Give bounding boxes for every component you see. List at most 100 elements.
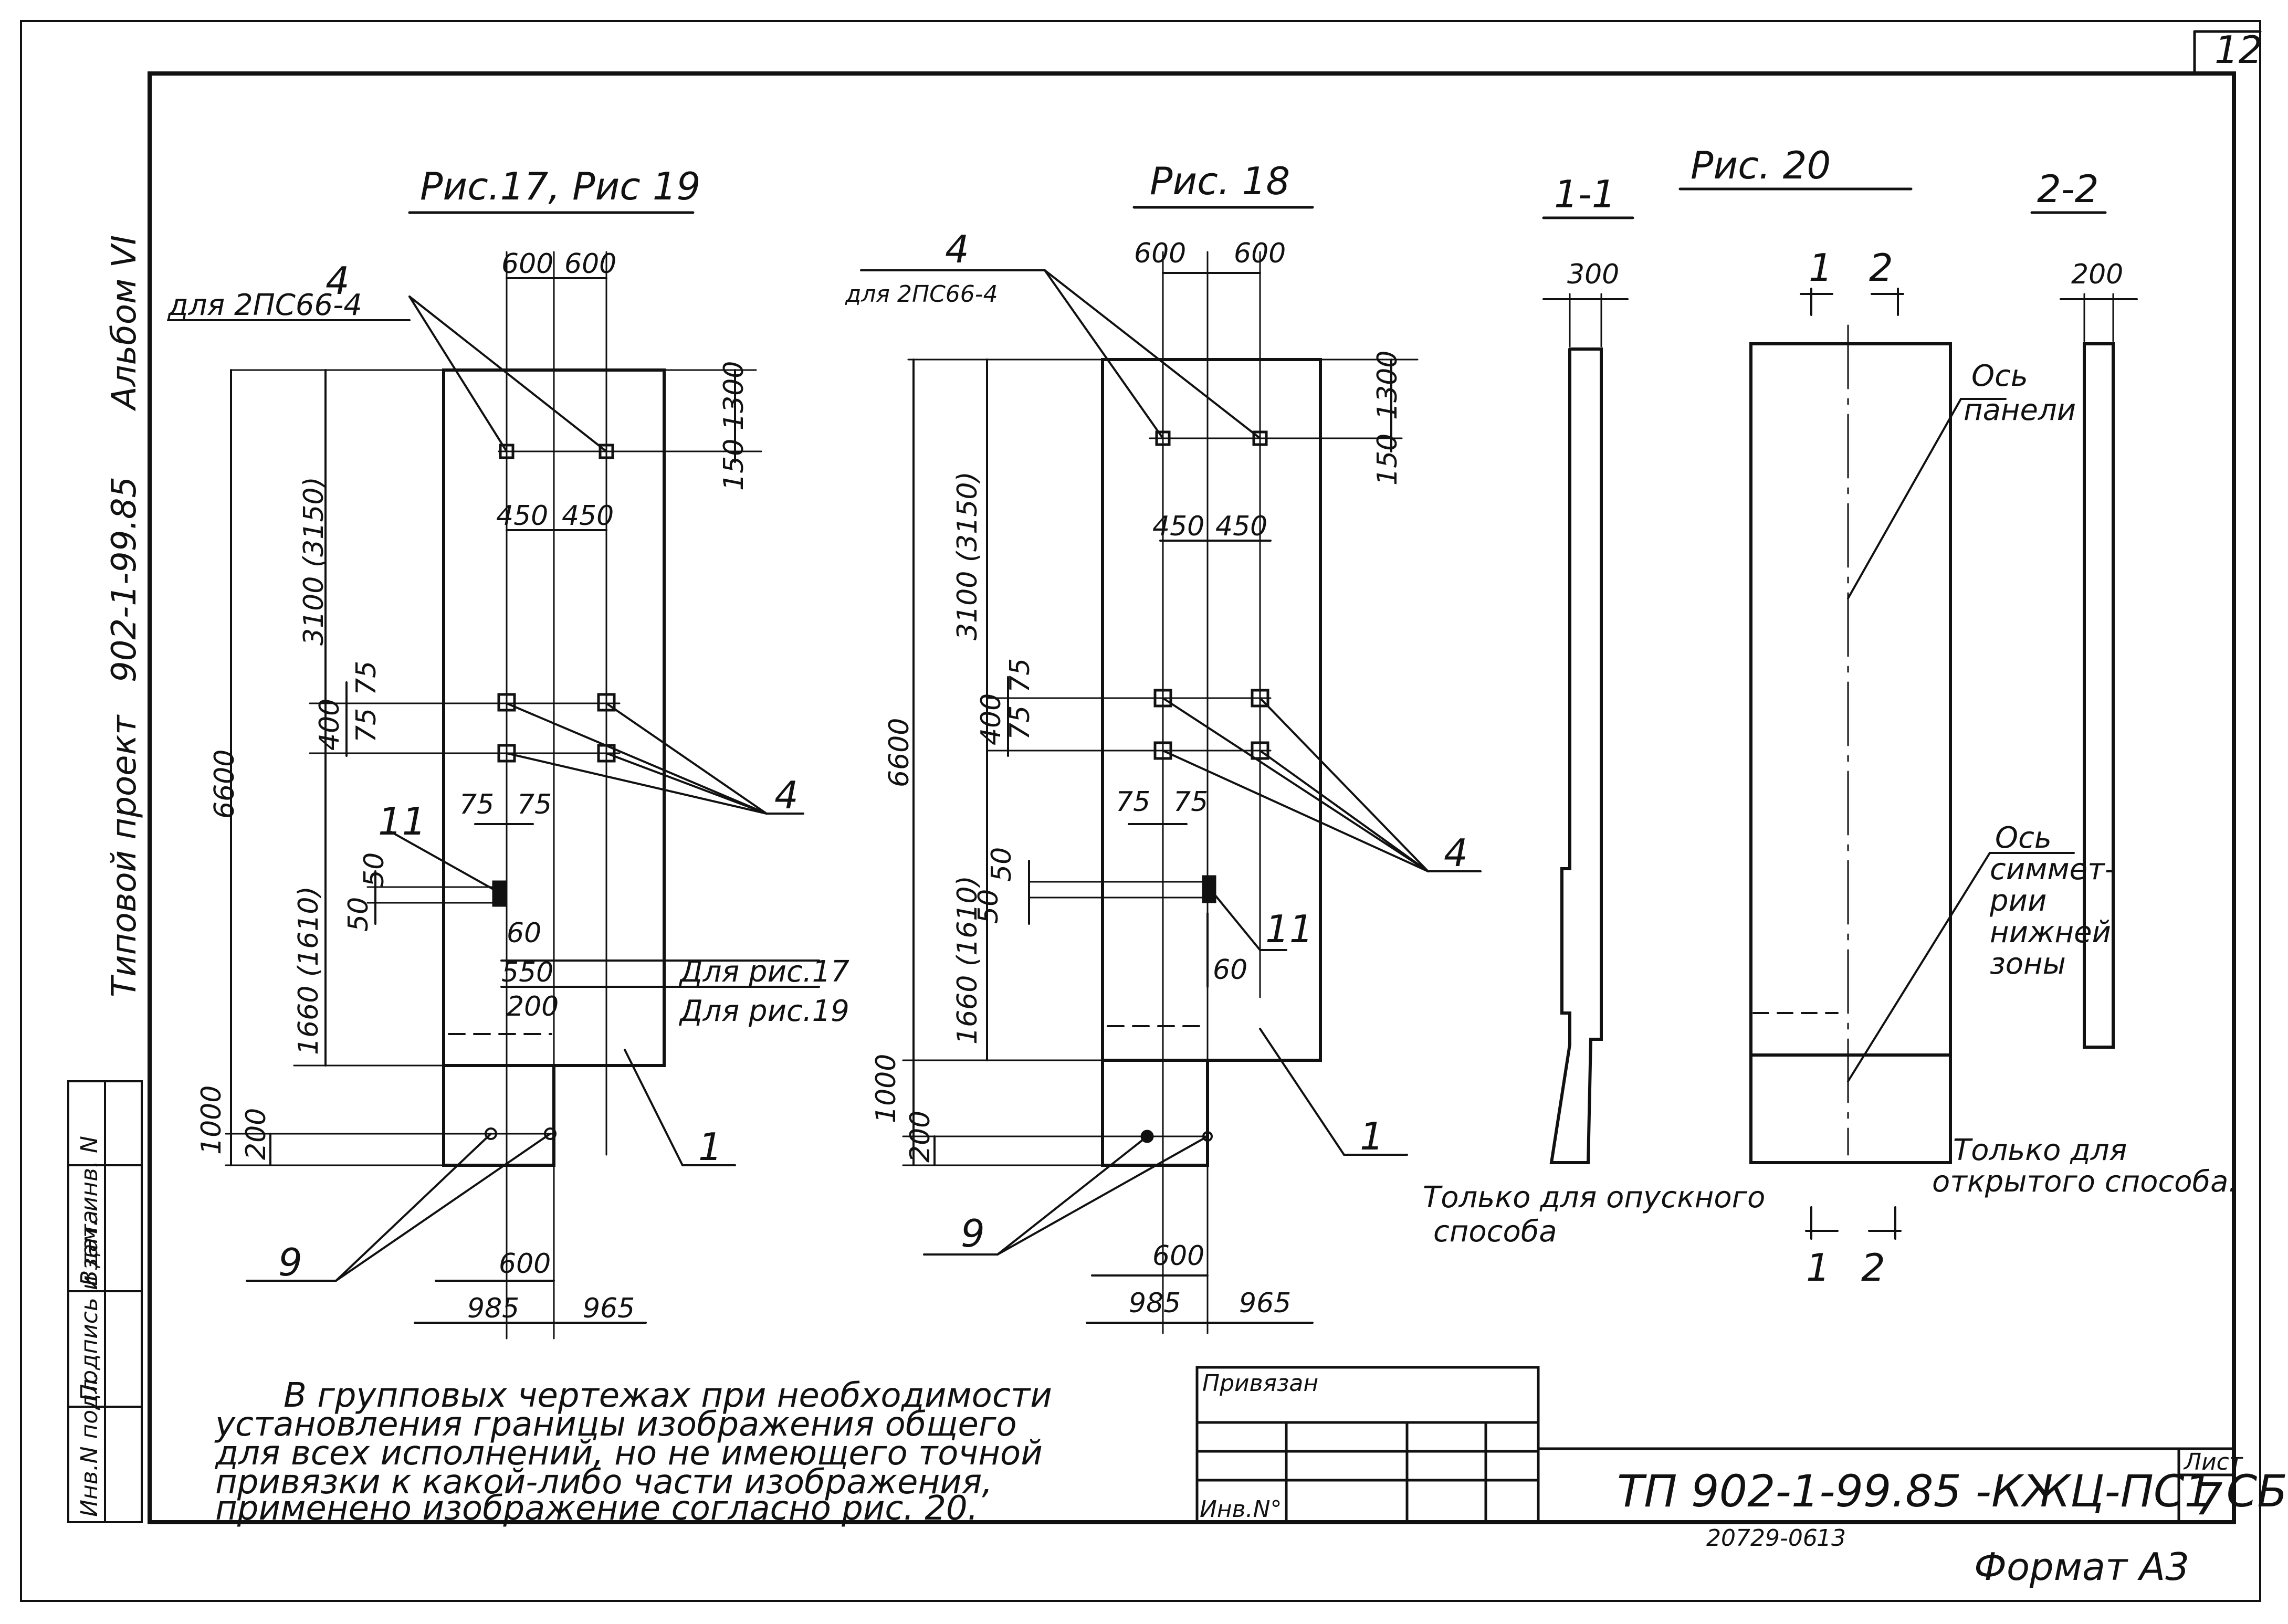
dim-200-bottom-18: 200 xyxy=(905,1111,936,1163)
dim-75-b: 75 xyxy=(351,708,382,743)
sheet-number: 12 xyxy=(2214,28,2263,72)
dim-50-b-18: 50 xyxy=(973,889,1004,924)
dim-50-a-18: 50 xyxy=(986,847,1017,882)
anchor-squares-18 xyxy=(1153,430,1269,760)
order-number: 13 xyxy=(1817,1525,1846,1552)
dim-75-c-18: 75 xyxy=(1116,786,1150,818)
dim-150-18: 150 xyxy=(1372,434,1403,486)
fig-17-19-title: Рис.17, Рис 19 xyxy=(420,164,700,208)
fig-20-elevation xyxy=(1749,342,1952,1164)
callout-4-top: 4 xyxy=(326,259,350,303)
dim-965: 965 xyxy=(583,1293,635,1324)
note-for-17: Для рис.17 xyxy=(678,955,849,989)
lift-point-left-17-19 xyxy=(485,1127,497,1140)
callout-4-note-18: для 2ПС66-4 xyxy=(845,281,998,308)
dim-600-bottom: 600 xyxy=(499,1248,551,1280)
dim-50-a: 50 xyxy=(359,852,390,887)
dim-6600-18: 6600 xyxy=(884,718,915,787)
stamp-field-inv: Инв.N подл. xyxy=(76,1372,103,1517)
note-line-5: применено изображение согласно рис. 20. xyxy=(215,1489,978,1528)
callout-4-top-18: 4 xyxy=(945,227,969,271)
fig-20-title: Рис. 20 xyxy=(1691,143,1831,187)
axis-panel-line1: Ось xyxy=(1971,359,2028,393)
dim-1000-18: 1000 xyxy=(870,1054,902,1123)
dim-75-b-18: 75 xyxy=(1004,705,1036,740)
dim-600-a: 600 xyxy=(501,248,553,280)
dim-450-b: 450 xyxy=(562,500,614,532)
section-2-2-profile xyxy=(2083,342,2115,1049)
dim-985: 985 xyxy=(467,1293,519,1324)
anchor-11-17-19 xyxy=(492,880,507,907)
dim-75-a-18: 75 xyxy=(1004,658,1036,693)
note-line-1: В групповых чертежах при необходимости xyxy=(284,1376,1052,1415)
section-mark-1-top: 1 xyxy=(1809,246,1833,290)
dim-3100: 3100 (3150) xyxy=(298,477,330,646)
section-mark-2-bottom: 2 xyxy=(1861,1246,1885,1290)
callout-9-18: 9 xyxy=(961,1211,985,1256)
section-mark-1-bottom: 1 xyxy=(1806,1246,1830,1290)
dim-75-a: 75 xyxy=(351,661,382,695)
dim-75-c: 75 xyxy=(459,789,494,820)
order-code: 20729-06 xyxy=(1706,1525,1818,1552)
sheet-label: Лист xyxy=(2183,1449,2243,1475)
project-label: Типовой проект xyxy=(105,714,144,997)
dim-3100-18: 3100 (3150) xyxy=(952,471,983,640)
project-code: 902-1-99.85 xyxy=(105,477,144,682)
section-1-1-label: 1-1 xyxy=(1554,172,1616,216)
dim-450-b-18: 450 xyxy=(1215,511,1267,542)
axis-panel-line2: панели xyxy=(1964,393,2076,427)
figure-17-19: Рис.17, Рис 19 xyxy=(167,164,849,1340)
dim-75-d: 75 xyxy=(517,789,552,820)
note-line-2: установления границы изображения общего xyxy=(214,1405,1017,1444)
note-lowering-line1: Только для опускного xyxy=(1423,1180,1765,1215)
figure-20: Рис. 20 1-1 2-2 300 1 2 xyxy=(1423,143,2238,1290)
callout-4-note: для 2ПС66-4 xyxy=(167,288,362,322)
callout-9: 9 xyxy=(278,1240,302,1284)
callout-4-mid-18: 4 xyxy=(1444,831,1468,875)
stamp-field-replace: Взам. инв. N xyxy=(76,1136,103,1286)
dim-1300-18: 1300 xyxy=(1372,351,1403,420)
note-open-line2: открытого способа. xyxy=(1932,1165,2238,1199)
note-line-3: для всех исполнений, но не имеющего точн… xyxy=(215,1434,1043,1473)
dim-965-18: 965 xyxy=(1239,1288,1291,1319)
dim-60: 60 xyxy=(507,918,541,949)
dim-450-a-18: 450 xyxy=(1152,511,1204,542)
drawing-code: ТП 902-1-99.85 -КЖЦ-ПС1 СБ xyxy=(1617,1465,2287,1517)
format-label: Формат А3 xyxy=(1974,1545,2189,1589)
dim-1000: 1000 xyxy=(196,1085,227,1155)
dim-150: 150 xyxy=(718,439,750,491)
axis-sym-line4: нижней xyxy=(1990,915,2111,950)
callout-1: 1 xyxy=(698,1125,722,1169)
lift-point-right-17-19 xyxy=(544,1127,557,1140)
dim-1300: 1300 xyxy=(718,361,750,430)
callout-4-mid: 4 xyxy=(774,773,799,817)
dim-200-mid: 200 xyxy=(507,991,559,1022)
fig-18-title: Рис. 18 xyxy=(1150,159,1290,203)
sheet-value: 7 xyxy=(2195,1473,2222,1525)
panel-18 xyxy=(1101,358,1322,1167)
general-note: В групповых чертежах при необходимости у… xyxy=(214,1376,1052,1528)
note-for-19: Для рис.19 xyxy=(678,994,849,1028)
callout-1-18: 1 xyxy=(1360,1114,1384,1158)
dim-600-bottom-18: 600 xyxy=(1152,1240,1204,1272)
title-block xyxy=(1195,1366,2235,1524)
note-lowering-line2: способа xyxy=(1433,1215,1557,1249)
axis-sym-line5: зоны xyxy=(1990,947,2066,981)
section-1-1-profile xyxy=(1549,347,1603,1164)
axis-sym-line1: Ось xyxy=(1995,821,2052,855)
sheet-frame xyxy=(20,20,2262,1602)
dim-1660: 1660 (1610) xyxy=(293,886,324,1055)
stamp-field-sign: Подпись и дата xyxy=(76,1210,103,1401)
dim-400-18: 400 xyxy=(975,693,1007,745)
note-open-line1: Только для xyxy=(1953,1133,2127,1167)
dim-200-section: 200 xyxy=(2071,259,2123,290)
dim-50-b: 50 xyxy=(343,897,374,932)
section-2-2-label: 2-2 xyxy=(2037,167,2099,211)
anchor-11-18 xyxy=(1202,875,1216,903)
anchor-squares-17-19 xyxy=(497,444,616,763)
album-label: Альбом VI xyxy=(105,235,144,412)
note-line-4: привязки к какой-либо части изображения, xyxy=(215,1463,993,1502)
dim-450-a: 450 xyxy=(496,500,548,532)
dim-300: 300 xyxy=(1567,259,1619,290)
